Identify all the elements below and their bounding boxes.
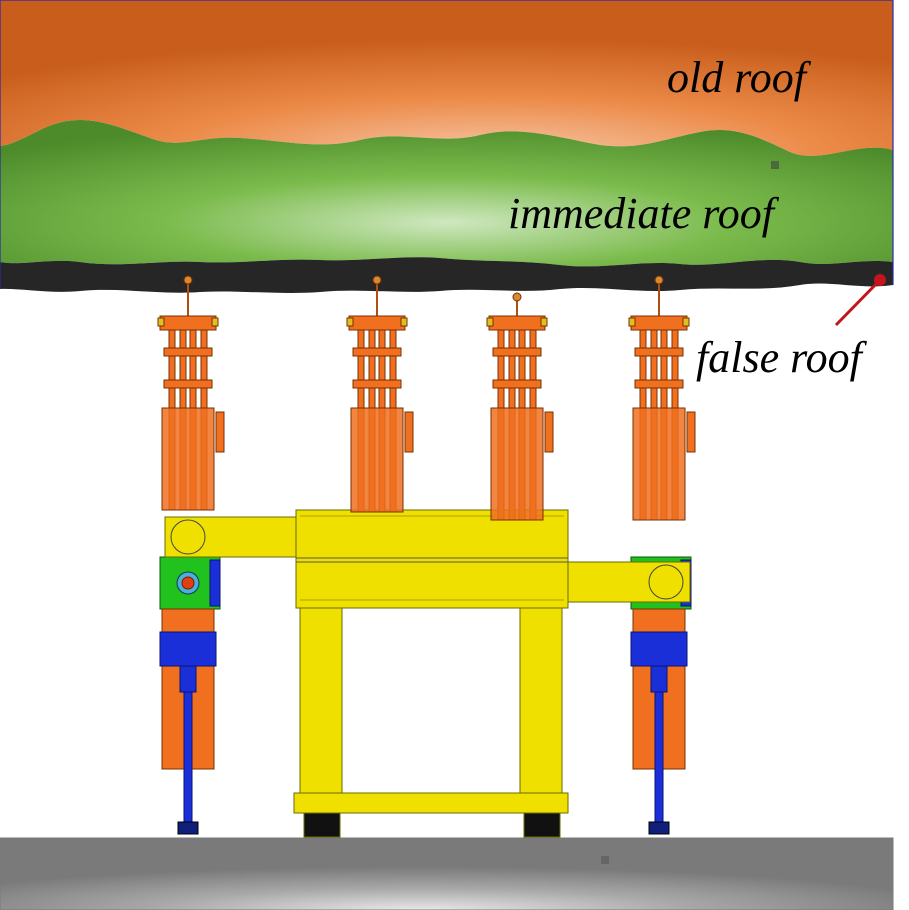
roof-outline	[0, 0, 894, 289]
support-1-piston-rod	[183, 691, 193, 823]
support-2-head	[348, 315, 406, 331]
support-2-band-2	[352, 379, 402, 389]
floor-speck	[601, 856, 609, 864]
support-4-piston-rod	[654, 691, 664, 823]
support-4-head	[630, 315, 688, 331]
support-1-head-lug-left	[157, 317, 165, 327]
false-roof-layer	[0, 257, 893, 293]
support-4-top-cap	[654, 275, 664, 285]
false-roof-label: false roof	[696, 333, 868, 382]
support-4-sleeve	[632, 407, 686, 521]
yellow-frame	[293, 509, 569, 838]
support-4-blue-neck	[650, 665, 668, 693]
support-3-head-lug-left	[486, 317, 494, 327]
support-2-side-valve	[404, 411, 414, 453]
support-1-top-cap	[183, 275, 193, 285]
roof-speck	[771, 161, 779, 169]
support-3-band-2	[492, 379, 542, 389]
immediate-roof-label: immediate roof	[508, 189, 780, 238]
support-1-side-valve	[215, 411, 225, 453]
support-2-head-lug-right	[400, 317, 408, 327]
support-4-band-1	[634, 347, 684, 357]
support-4-head-lug-right	[682, 317, 690, 327]
false-roof-pointer-dot	[874, 274, 886, 286]
support-4-blue-clamp	[630, 631, 688, 667]
support-1-foot	[177, 821, 199, 835]
old-roof-layer	[0, 0, 893, 156]
support-2-head-lug-left	[346, 317, 354, 327]
support-1-blue-neck	[179, 665, 197, 693]
support-2-top-cap	[372, 275, 382, 285]
support-3-side-valve	[544, 411, 554, 453]
support-3-sleeve	[490, 407, 544, 521]
immediate-roof-layer	[0, 120, 893, 267]
support-3-head	[488, 315, 546, 331]
support-2-band-1	[352, 347, 402, 357]
support-3-band-1	[492, 347, 542, 357]
hydraulic-supports	[157, 275, 696, 835]
false-roof-pointer-line	[834, 278, 882, 327]
support-1-head	[159, 315, 217, 331]
support-1-head-lug-right	[211, 317, 219, 327]
support-4-band-2	[634, 379, 684, 389]
old-roof-label: old roof	[667, 53, 812, 102]
support-4-side-valve	[686, 411, 696, 453]
support-1-blue-clamp	[159, 631, 217, 667]
support-4-foot	[648, 821, 670, 835]
support-1-sleeve	[161, 407, 215, 511]
beams	[164, 516, 691, 603]
support-3-top-cap	[512, 292, 522, 302]
support-3-head-lug-right	[540, 317, 548, 327]
floor	[0, 837, 894, 910]
support-1-band-2	[163, 379, 213, 389]
support-1-pin-inner	[181, 576, 195, 590]
support-1-band-1	[163, 347, 213, 357]
support-1-hinge-plate	[209, 559, 221, 607]
support-4-head-lug-left	[628, 317, 636, 327]
support-2-sleeve	[350, 407, 404, 513]
